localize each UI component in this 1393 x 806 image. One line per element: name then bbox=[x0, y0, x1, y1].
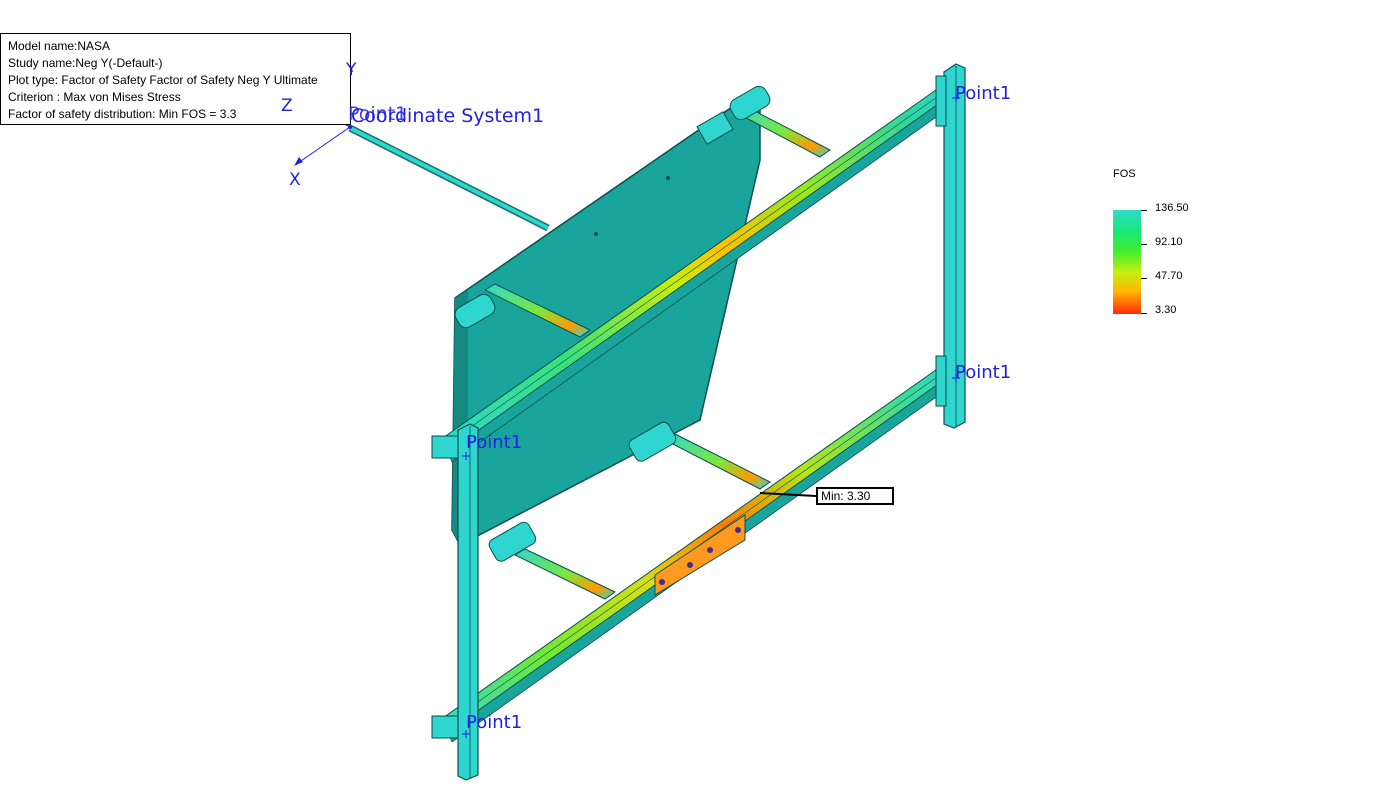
right-post bbox=[943, 63, 966, 429]
lower-rail bbox=[439, 359, 961, 743]
model-name: Model name:NASA bbox=[8, 39, 111, 53]
study-info-box: Model name:NASA Study name:Neg Y(-Defaul… bbox=[0, 33, 351, 125]
plot-type: Plot type: Factor of Safety Factor of Sa… bbox=[8, 73, 318, 87]
min-leader-line bbox=[759, 492, 817, 497]
legend-value-2: 92.10 bbox=[1155, 236, 1183, 248]
min-fos-label[interactable]: Min: 3.30 bbox=[816, 487, 894, 505]
study-name: Study name:Neg Y(-Default-) bbox=[8, 56, 163, 70]
criterion: Criterion : Max von Mises Stress bbox=[8, 90, 181, 104]
lower-cross-members bbox=[488, 421, 771, 600]
point-label-bottom-left: Point1 bbox=[466, 712, 523, 733]
legend-value-min: 3.30 bbox=[1155, 304, 1177, 316]
axis-y-label: Y bbox=[346, 60, 357, 80]
support-rod bbox=[348, 124, 550, 232]
mounting-plate bbox=[451, 97, 761, 547]
upper-cross-members bbox=[454, 85, 831, 338]
fos-color-bar bbox=[1113, 210, 1141, 314]
legend-tick bbox=[1141, 278, 1147, 279]
point-label-top-right: Point1 bbox=[955, 83, 1012, 104]
point-markers bbox=[462, 94, 960, 738]
legend-tick bbox=[1141, 313, 1147, 314]
left-post bbox=[457, 423, 479, 781]
legend-title: FOS bbox=[1113, 168, 1136, 180]
end-brackets bbox=[431, 75, 947, 739]
fos-distribution: Factor of safety distribution: Min FOS =… bbox=[8, 107, 237, 121]
legend-value-3: 47.70 bbox=[1155, 270, 1183, 282]
axis-z-label: Z bbox=[281, 96, 293, 116]
point-label-top-left: Point1 bbox=[466, 432, 523, 453]
legend-value-max: 136.50 bbox=[1155, 202, 1189, 214]
point-label-bottom-right: Point1 bbox=[955, 362, 1012, 383]
axis-x-label: X bbox=[289, 170, 301, 190]
origin-point-label: Point1 bbox=[348, 103, 408, 125]
legend-tick bbox=[1141, 244, 1147, 245]
coordinate-system-label: Coordinate System1 bbox=[351, 105, 545, 127]
legend-tick bbox=[1141, 210, 1147, 211]
